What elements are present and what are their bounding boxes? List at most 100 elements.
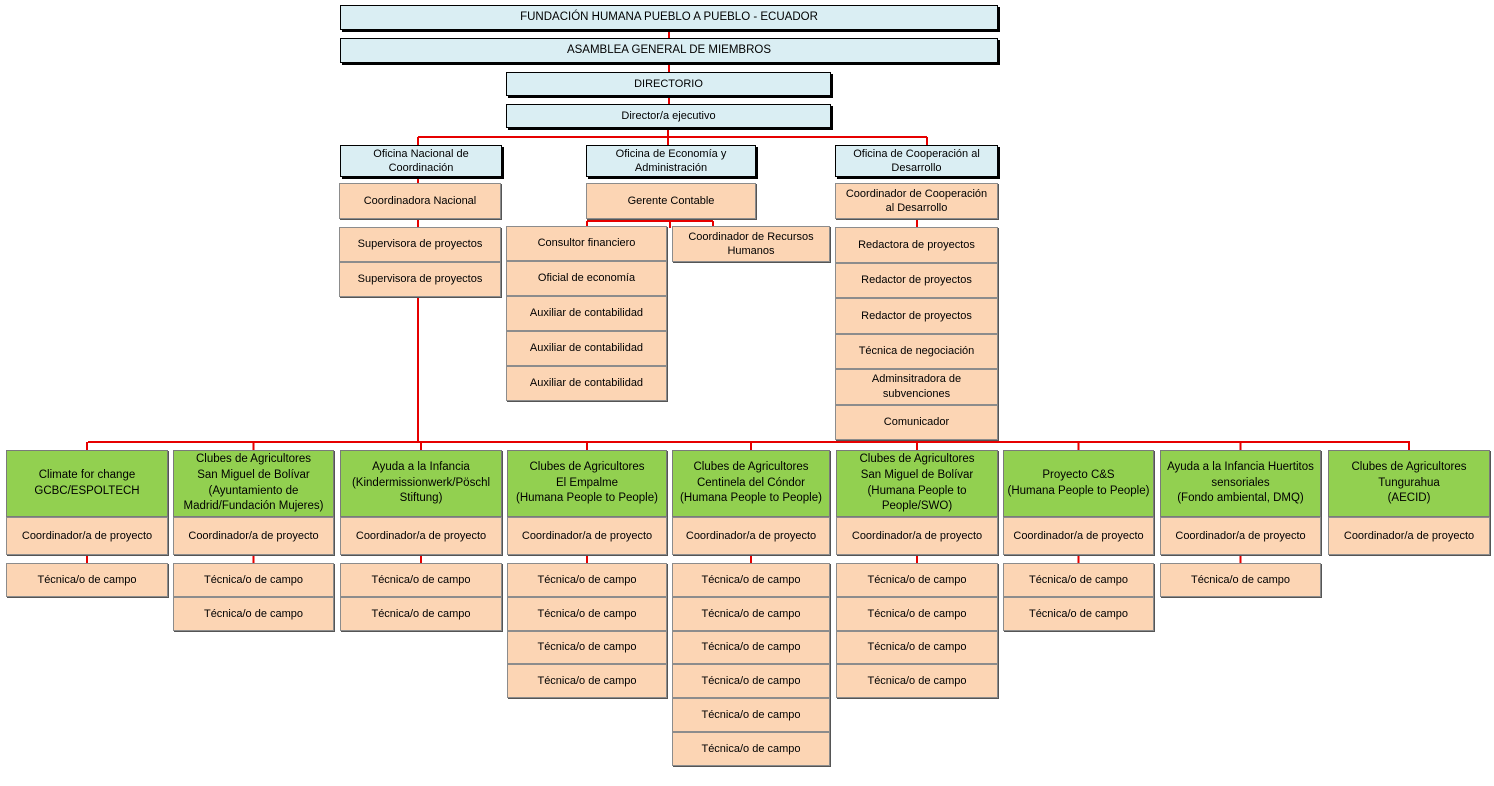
coop-staff-box: Comunicador: [835, 404, 998, 440]
project-header-box-line: GCBC/ESPOLTECH: [34, 484, 140, 497]
project-staff-box: Técnica/o de campo: [836, 596, 998, 631]
project-coordinator-box: Coordinador/a de proyecto: [340, 517, 502, 555]
project-header-box-line: Clubes de Agricultores: [693, 461, 809, 474]
hr-coordinator-box-line: Coordinador de Recursos: [688, 230, 814, 243]
coop-staff-box-text: Redactora de proyectos: [858, 238, 975, 252]
project-staff-box: Técnica/o de campo: [173, 596, 334, 631]
office-national-box-text: Oficina Nacional de Coordinación: [373, 147, 468, 176]
coop-staff-box-line: subvenciones: [882, 387, 951, 400]
project-header-box-line: Stiftung): [399, 492, 443, 505]
project-coordinator-box: Coordinador/a de proyecto: [6, 517, 168, 555]
economy-staff-box: Auxiliar de contabilidad: [506, 366, 667, 401]
project-staff-box: Técnica/o de campo: [1003, 596, 1154, 631]
project-staff-box: Técnica/o de campo: [672, 630, 830, 665]
office-cooperation-box: Oficina de Cooperación al Desarrollo: [835, 145, 998, 177]
coop-staff-box-line: Técnica de negociación: [858, 345, 975, 358]
project-coordinator-box: Coordinador/a de proyecto: [173, 517, 334, 555]
office-national-box-line: Oficina Nacional de: [373, 147, 469, 160]
coop-staff-box-text: Redactor de proyectos: [861, 309, 972, 323]
project-header-box-line: San Miguel de Bolívar: [197, 468, 310, 481]
office-cooperation-box-line: Desarrollo: [891, 162, 942, 174]
economy-staff-box: Auxiliar de contabilidad: [506, 331, 667, 366]
project-header-box-line: People/SWO): [881, 500, 953, 513]
project-coordinator-box: Coordinador/a de proyecto: [672, 517, 830, 555]
project-header-box-line: Proyecto C&S: [1042, 468, 1115, 481]
project-header-box-line: Centinela del Cóndor: [696, 476, 806, 489]
coop-lead-box-text: Coordinador de Cooperación al Desarrollo: [846, 187, 987, 216]
project-coordinator-box: Coordinador/a de proyecto: [1160, 517, 1321, 555]
project-header-box-line: (Humana People to People): [516, 492, 658, 505]
project-coordinator-box: Coordinador/a de proyecto: [1328, 517, 1490, 555]
project-header-box-line: (Humana People to: [867, 484, 967, 497]
economy-staff-box: Consultor financiero: [506, 226, 667, 261]
project-coordinator-box: Coordinador/a de proyecto: [836, 517, 998, 555]
project-header-box: Ayuda a la Infancia Huertitos sensoriales…: [1160, 450, 1321, 517]
project-header-box-line: Clubes de Agricultores: [859, 453, 975, 466]
office-national-box-line: Coordinación: [388, 162, 454, 174]
national-lead-box-text: Coordinadora Nacional: [364, 194, 477, 208]
coop-lead-box: Coordinador de Cooperación al Desarrollo: [835, 183, 998, 219]
project-staff-box: Técnica/o de campo: [507, 596, 667, 631]
project-header-box-line: (Fondo ambiental, DMQ): [1177, 492, 1304, 505]
project-header-box-line: Tungurahua: [1378, 476, 1440, 489]
project-staff-box: Técnica/o de campo: [672, 563, 830, 597]
coop-staff-box-line: Adminsitradora de: [871, 373, 962, 386]
project-header-box-line: (AECID): [1387, 492, 1431, 505]
hr-coordinator-box-line: Humanos: [727, 245, 775, 257]
project-staff-box: Técnica/o de campo: [672, 698, 830, 732]
national-lead-box: Coordinadora Nacional: [339, 183, 501, 219]
project-header-box: Proyecto C&S (Humana People to People): [1003, 450, 1154, 517]
project-staff-box: Técnica/o de campo: [340, 596, 502, 631]
office-cooperation-box-text: Oficina de Cooperación al Desarrollo: [853, 147, 980, 176]
project-header-box-line: (Humana People to People): [1007, 484, 1150, 497]
economy-staff-box: Auxiliar de contabilidad: [506, 296, 667, 331]
director-box: Director/a ejecutivo: [506, 104, 831, 128]
project-header-box-text: Ayuda a la Infancia(Kindermissionwerk/Pö…: [352, 460, 490, 507]
office-economy-box-line: Oficina de Economía y: [615, 147, 727, 160]
project-header-box-line: San Miguel de Bolívar: [860, 468, 974, 481]
project-header-box-line: Clubes de Agricultores: [195, 453, 312, 466]
office-national-box: Oficina Nacional de Coordinación: [340, 145, 502, 177]
office-cooperation-box-line: Oficina de Cooperación al: [853, 147, 980, 160]
coop-staff-box-line: Comunicador: [883, 416, 950, 429]
project-header-box-line: Ayuda a la Infancia Huertitos: [1167, 461, 1314, 474]
national-staff-box: Supervisora de proyectos: [339, 227, 501, 262]
project-staff-box: Técnica/o de campo: [507, 630, 667, 665]
project-coordinator-box: Coordinador/a de proyecto: [1003, 517, 1154, 555]
project-staff-box: Técnica/o de campo: [6, 563, 168, 597]
coop-staff-box-text: Redactor de proyectos: [861, 273, 972, 287]
coop-staff-box-text: Comunicador: [884, 415, 949, 429]
assembly-box: ASAMBLEA GENERAL DE MIEMBROS: [340, 38, 998, 63]
foundation-box: FUNDACIÓN HUMANA PUEBLO A PUEBLO - ECUAD…: [340, 5, 998, 30]
economy-lead-box-line: Gerente Contable: [627, 194, 715, 207]
project-header-box-line: sensoriales: [1211, 476, 1270, 489]
project-staff-box: Técnica/o de campo: [507, 563, 667, 597]
project-staff-box: Técnica/o de campo: [836, 664, 998, 699]
project-staff-box: Técnica/o de campo: [672, 664, 830, 699]
coop-lead-box-line: al Desarrollo: [885, 202, 948, 214]
economy-lead-box: Gerente Contable: [586, 183, 756, 219]
project-staff-box: Técnica/o de campo: [1160, 563, 1321, 597]
national-staff-box: Supervisora de proyectos: [339, 262, 501, 297]
coop-staff-box: Redactora de proyectos: [835, 227, 998, 263]
project-staff-box: Técnica/o de campo: [672, 596, 830, 631]
coop-lead-box-line: Coordinador de Cooperación: [845, 187, 988, 200]
project-header-box-line: Ayuda a la Infancia: [372, 461, 470, 474]
project-staff-box: Técnica/o de campo: [1003, 563, 1154, 597]
project-staff-box: Técnica/o de campo: [507, 664, 667, 699]
coop-staff-box: Técnica de negociación: [835, 333, 998, 369]
coop-staff-box: Redactor de proyectos: [835, 262, 998, 298]
